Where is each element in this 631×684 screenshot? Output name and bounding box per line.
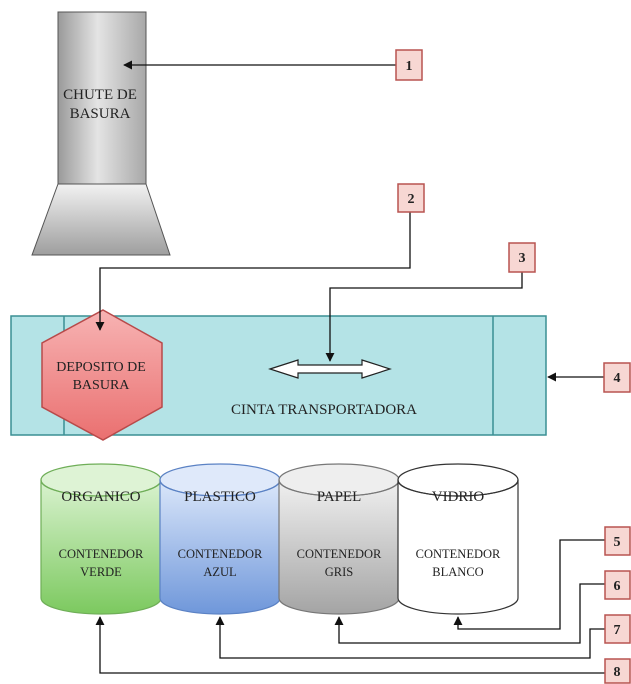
deposit-label-line1: DEPOSITO DE [56,360,146,375]
container-organico: ORGANICO CONTENEDOR VERDE [40,463,162,615]
marker-5-label: 5 [614,535,621,550]
container-papel-line2: GRIS [325,565,354,579]
container-plastico-header: PLASTICO [184,489,256,505]
marker-2-label: 2 [408,192,415,207]
container-plastico-line1: CONTENEDOR [178,547,263,561]
chute-label-line2: BASURA [70,106,131,122]
marker-7: 7 [604,614,631,644]
container-plastico-line2: AZUL [203,565,236,579]
container-vidrio-line1: CONTENEDOR [416,547,501,561]
arrow-8 [95,616,605,674]
marker-6-label: 6 [614,579,621,594]
marker-7-label: 7 [614,623,621,638]
deposit-label-line2: BASURA [73,378,131,393]
marker-4: 4 [603,362,631,393]
arrow-6 [334,583,605,644]
arrow-3 [325,272,523,362]
chute-label-line1: CHUTE DE [63,87,137,103]
container-organico-header: ORGANICO [61,489,140,505]
marker-3-label: 3 [519,251,526,266]
marker-8: 8 [604,658,631,684]
container-papel-header: PAPEL [317,489,361,505]
marker-3: 3 [508,242,536,273]
garbage-chute: CHUTE DE BASURA [31,11,171,256]
container-plastico: PLASTICO CONTENEDOR AZUL [159,463,281,615]
container-vidrio: VIDRIO CONTENEDOR BLANCO [397,463,519,615]
marker-6: 6 [604,570,631,600]
garbage-deposit: DEPOSITO DE BASURA [41,309,163,441]
container-papel: PAPEL CONTENEDOR GRIS [278,463,400,615]
marker-1: 1 [395,49,423,81]
container-papel-line1: CONTENEDOR [297,547,382,561]
bidirectional-arrow-icon [268,359,392,379]
marker-2: 2 [397,183,425,213]
belt-label: CINTA TRANSPORTADORA [231,402,417,418]
arrow-2 [95,212,411,331]
container-organico-line2: VERDE [80,565,122,579]
marker-5: 5 [604,526,631,556]
marker-8-label: 8 [614,665,621,680]
container-vidrio-header: VIDRIO [432,489,485,505]
arrow-5 [453,539,605,630]
arrow-7 [215,616,605,659]
container-vidrio-line2: BLANCO [432,565,483,579]
marker-4-label: 4 [614,371,621,386]
marker-1-label: 1 [406,59,413,74]
container-organico-line1: CONTENEDOR [59,547,144,561]
connector-arrows [95,60,605,674]
